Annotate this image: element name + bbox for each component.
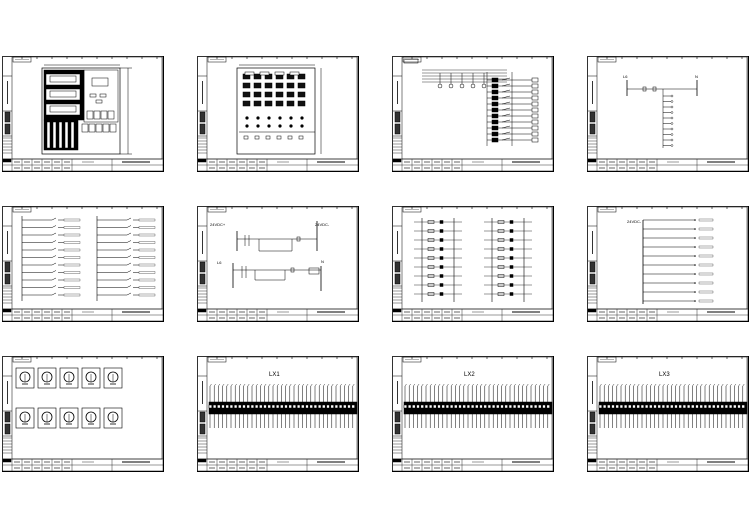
drawing-sheet-2[interactable] (197, 56, 359, 172)
terminal-strip-title: LX3 (659, 372, 670, 378)
sheet-label: 24VDC- (627, 219, 642, 224)
sheet-label: N (321, 259, 324, 264)
sheet-drawing: LX2 (392, 356, 554, 472)
drawing-sheet-6[interactable]: 24VDC+ 24VDC- L6 N (197, 206, 359, 322)
sheet-label: 24VDC+ (210, 222, 226, 227)
drawing-sheet-7[interactable] (392, 206, 554, 322)
sheet-drawing: LX1 (197, 356, 359, 472)
sheet-label: L6 (623, 74, 628, 79)
drawing-sheet-9[interactable] (2, 356, 164, 472)
drawing-sheet-3[interactable] (392, 56, 554, 172)
sheet-drawing: L6 N (587, 56, 749, 172)
sheet-drawing (197, 56, 359, 172)
drawing-sheet-10[interactable]: LX1 (197, 356, 359, 472)
sheet-label: L6 (217, 260, 222, 265)
sheet-drawing (2, 206, 164, 322)
drawing-sheet-8[interactable]: 24VDC- (587, 206, 749, 322)
sheet-label: N (695, 74, 698, 79)
drawing-sheet-11[interactable]: LX2 (392, 356, 554, 472)
terminal-strip-title: LX1 (269, 372, 280, 378)
sheet-drawing (2, 56, 164, 172)
drawing-sheet-1[interactable] (2, 56, 164, 172)
sheet-drawing: LX3 (587, 356, 749, 472)
sheet-drawing: 24VDC- (587, 206, 749, 322)
drawing-sheet-12[interactable]: LX3 (587, 356, 749, 472)
sheet-drawing (2, 356, 164, 472)
sheet-label: 24VDC- (315, 222, 330, 227)
terminal-strip-title: LX2 (464, 372, 475, 378)
drawing-sheet-4[interactable]: L6 N (587, 56, 749, 172)
sheet-drawing (392, 56, 554, 172)
drawing-sheet-5[interactable] (2, 206, 164, 322)
sheet-drawing: 24VDC+ 24VDC- L6 N (197, 206, 359, 322)
sheet-drawing (392, 206, 554, 322)
